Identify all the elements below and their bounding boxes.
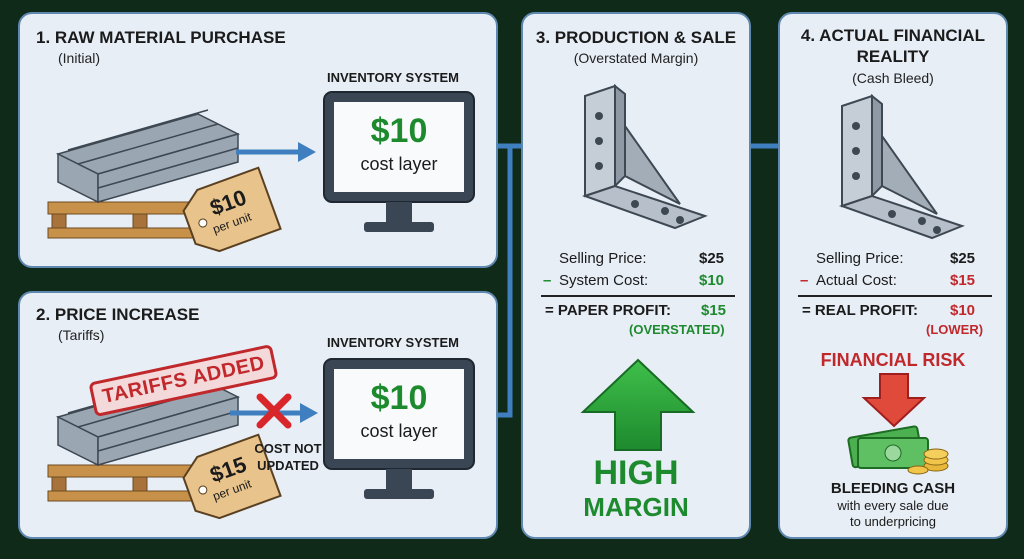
actual-cost-label: Actual Cost: — [816, 272, 897, 289]
panel1-subtitle: (Initial) — [58, 50, 101, 66]
panel2-subtitle: (Tariffs) — [58, 327, 105, 343]
screen-label: cost layer — [360, 421, 438, 441]
high-margin-line1: HIGH — [593, 454, 679, 492]
price-tag-icon — [182, 166, 282, 253]
arrow-to-monitor — [236, 142, 316, 162]
selling-price-label: Selling Price: — [559, 250, 647, 267]
inventory-system-label: INVENTORY SYSTEM — [327, 70, 459, 85]
inventory-system-label: INVENTORY SYSTEM — [327, 335, 459, 350]
minus-sign: – — [800, 272, 809, 289]
panel3-subtitle: (Overstated Margin) — [573, 50, 699, 66]
blocked-arrow — [230, 403, 318, 423]
bleeding-cash-line1: with every sale due — [837, 498, 949, 513]
lower-note: (LOWER) — [926, 322, 984, 337]
panel4-title-line2: REALITY — [856, 47, 930, 66]
cost-not-updated-line1: COST NOT — [254, 441, 322, 456]
divider — [798, 295, 992, 297]
financial-risk-label: FINANCIAL RISK — [820, 350, 966, 370]
real-profit-value: $10 — [950, 302, 976, 319]
panel2-title: 2. PRICE INCREASE — [36, 305, 200, 324]
steel-stack-icon — [47, 109, 241, 239]
metal-bracket-icon — [838, 93, 965, 240]
panel3-title: 3. PRODUCTION & SALE — [535, 28, 737, 47]
minus-sign: – — [543, 272, 552, 289]
price-tag-icon — [182, 433, 282, 520]
selling-price-value: $25 — [699, 250, 725, 267]
bleeding-cash-line2: to underpricing — [850, 514, 936, 529]
selling-price-label: Selling Price: — [816, 250, 904, 267]
panel-production-sale: 3. PRODUCTION & SALE (Overstated Margin)… — [521, 12, 751, 539]
panel4-subtitle: (Cash Bleed) — [852, 70, 934, 86]
high-margin-line2: MARGIN — [583, 492, 689, 522]
screen-amount: $10 — [370, 112, 428, 150]
panel1-title: 1. RAW MATERIAL PURCHASE — [36, 28, 286, 47]
selling-price-value: $25 — [950, 250, 976, 267]
panel-raw-material-purchase: 1. RAW MATERIAL PURCHASE (Initial) $10 p… — [18, 12, 498, 268]
down-arrow-icon — [861, 373, 927, 428]
cost-not-updated-line2: UPDATED — [257, 458, 319, 473]
paper-profit-label: = PAPER PROFIT: — [545, 302, 671, 319]
up-arrow-icon — [580, 358, 696, 451]
paper-profit-value: $15 — [701, 302, 727, 319]
panel-price-increase: 2. PRICE INCREASE (Tariffs) TARIFFS ADDE… — [18, 291, 498, 539]
screen-amount: $10 — [370, 379, 428, 417]
divider — [541, 295, 735, 297]
screen-label: cost layer — [360, 154, 438, 174]
overstated-note: (OVERSTATED) — [629, 322, 725, 337]
actual-cost-value: $15 — [950, 272, 976, 289]
system-cost-label: System Cost: — [559, 272, 649, 289]
red-x-icon — [256, 393, 292, 429]
bleeding-cash-title: BLEEDING CASH — [830, 480, 956, 497]
metal-bracket-icon — [581, 83, 708, 230]
system-cost-value: $10 — [699, 272, 725, 289]
cash-money-icon — [847, 425, 949, 475]
panel4-title-line1: 4. ACTUAL FINANCIAL — [800, 26, 986, 45]
real-profit-label: = REAL PROFIT: — [802, 302, 918, 319]
panel-actual-financial-reality: 4. ACTUAL FINANCIAL REALITY (Cash Bleed)… — [778, 12, 1008, 539]
inventory-monitor: $10 cost layer — [323, 91, 475, 242]
inventory-monitor: $10 cost layer — [323, 358, 475, 509]
